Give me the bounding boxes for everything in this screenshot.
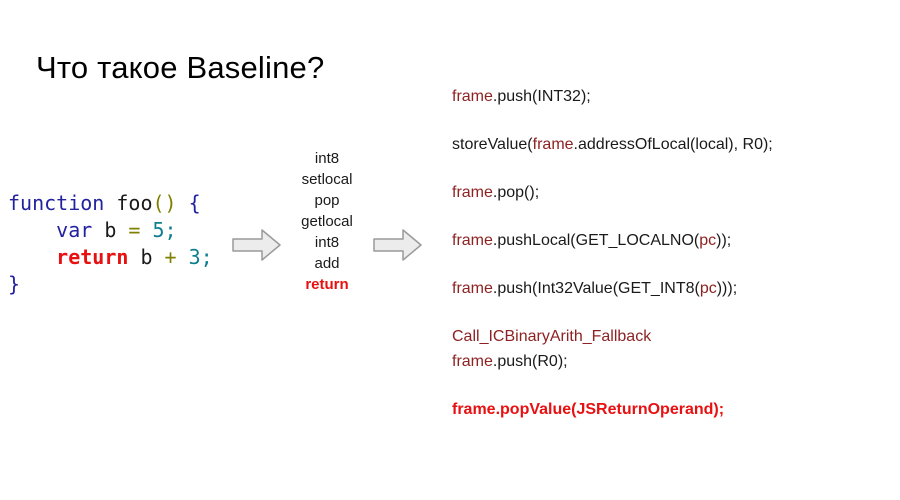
code-segment: setlocal xyxy=(301,171,353,188)
native-code-line: storeValue(frame.addressOfLocal(local), … xyxy=(452,132,773,157)
code-segment: .push(INT32); xyxy=(492,88,591,105)
code-segment: Call_ICBinaryArith_Fallback xyxy=(452,328,652,345)
code-segment: return xyxy=(305,276,349,293)
bytecode-op: getlocal xyxy=(266,211,388,232)
code-segment: .pushLocal(GET_LOCALNO( xyxy=(492,232,700,249)
native-code-line: frame.push(R0); xyxy=(452,349,773,374)
native-code-line: frame.pushLocal(GET_LOCALNO(pc)); xyxy=(452,228,773,253)
bytecode-op: pop xyxy=(266,190,388,211)
code-segment: frame xyxy=(452,184,493,201)
bytecode-op: setlocal xyxy=(266,169,388,190)
code-segment xyxy=(140,218,152,242)
code-segment: b xyxy=(92,218,129,242)
native-code-line: Call_ICBinaryArith_Fallback xyxy=(452,324,773,349)
right-arrow-icon xyxy=(373,229,422,261)
code-segment: int8 xyxy=(314,150,340,167)
native-code-line: frame.pop(); xyxy=(452,180,773,205)
code-segment: .pop(); xyxy=(492,184,540,201)
code-segment: pop xyxy=(314,192,340,209)
code-segment: function xyxy=(8,191,105,215)
code-segment: = xyxy=(128,218,141,242)
code-segment: .push(R0); xyxy=(492,353,568,370)
code-segment xyxy=(8,245,56,269)
code-segment: storeValue( xyxy=(452,136,533,153)
js-code-line: } xyxy=(8,271,213,298)
code-segment: int8 xyxy=(314,234,340,251)
code-segment: frame.popValue(JSReturnOperand); xyxy=(452,401,725,418)
code-segment: + xyxy=(164,245,177,269)
code-segment: var xyxy=(56,218,93,242)
js-code-line: var b = 5; xyxy=(8,217,213,244)
code-segment: frame xyxy=(452,353,493,370)
code-segment: { xyxy=(188,191,201,215)
code-segment: frame xyxy=(452,232,493,249)
code-segment: add xyxy=(314,255,340,272)
code-segment: } xyxy=(8,272,21,296)
native-code-line: frame.push(INT32); xyxy=(452,84,773,109)
native-code-line: frame.push(Int32Value(GET_INT8(pc))); xyxy=(452,276,773,301)
code-segment: ))); xyxy=(716,280,738,297)
code-segment: frame xyxy=(452,280,493,297)
code-segment: foo xyxy=(104,191,153,215)
code-segment: () xyxy=(152,191,177,215)
js-code-line: function foo() { xyxy=(8,190,213,217)
code-segment: b xyxy=(128,245,165,269)
code-segment: frame xyxy=(532,136,574,153)
native-code-group: frame.pop(); xyxy=(452,180,773,205)
code-segment: frame xyxy=(452,88,493,105)
slide-title: Что такое Baseline? xyxy=(36,50,325,85)
js-code-line: return b + 3; xyxy=(8,244,213,271)
code-segment: getlocal xyxy=(301,213,353,230)
code-segment: pc xyxy=(699,232,717,249)
native-code-group: frame.push(INT32); xyxy=(452,84,773,109)
native-code-group: storeValue(frame.addressOfLocal(local), … xyxy=(452,132,773,157)
bytecode-op: add xyxy=(266,253,388,274)
js-code-block: function foo() { var b = 5; return b + 3… xyxy=(8,190,213,298)
code-segment: .addressOfLocal(local), R0); xyxy=(573,136,773,153)
code-segment: 3; xyxy=(188,245,213,269)
native-code-group: frame.push(Int32Value(GET_INT8(pc))); xyxy=(452,276,773,301)
bytecode-op: int8 xyxy=(266,232,388,253)
bytecode-op: int8 xyxy=(266,148,388,169)
native-code-line: frame.popValue(JSReturnOperand); xyxy=(452,397,773,422)
code-segment: return xyxy=(56,245,129,269)
code-segment xyxy=(8,218,56,242)
native-code-group: frame.pushLocal(GET_LOCALNO(pc)); xyxy=(452,228,773,253)
code-segment xyxy=(177,245,189,269)
native-code-group: frame.popValue(JSReturnOperand); xyxy=(452,397,773,422)
code-segment xyxy=(177,191,189,215)
bytecode-op: return xyxy=(266,274,388,295)
native-code-list: frame.push(INT32);storeValue(frame.addre… xyxy=(452,84,773,445)
bytecode-list: int8 setlocal pop getlocal int8 add return xyxy=(266,148,388,295)
code-segment: .push(Int32Value(GET_INT8( xyxy=(492,280,700,297)
right-arrow-icon xyxy=(232,229,281,261)
code-segment: pc xyxy=(699,280,717,297)
code-segment: 5; xyxy=(152,218,177,242)
code-segment: )); xyxy=(716,232,732,249)
